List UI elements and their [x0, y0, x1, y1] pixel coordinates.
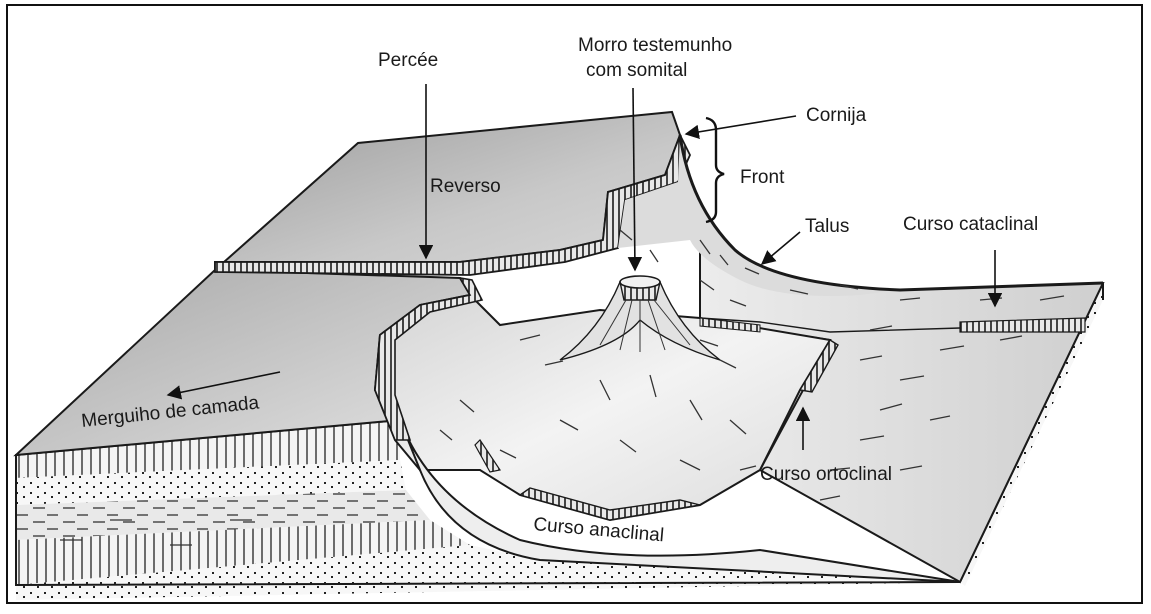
label-reverso: Reverso — [430, 176, 501, 197]
label-talus: Talus — [805, 216, 849, 237]
label-curso-anaclinal: Curso anaclinal — [533, 514, 665, 546]
cornija-arrow — [686, 116, 796, 134]
label-curso-cataclinal: Curso cataclinal — [903, 214, 1038, 235]
label-morro-line2: com somital — [586, 60, 687, 81]
label-curso-ortoclinal: Curso ortoclinal — [760, 464, 892, 485]
front-brace — [706, 118, 724, 222]
label-percee: Percée — [378, 50, 438, 71]
talus-arrow — [762, 232, 800, 264]
label-front: Front — [740, 167, 785, 188]
label-cornija: Cornija — [806, 105, 867, 126]
label-morro-line1: Morro testemunho — [578, 35, 732, 56]
